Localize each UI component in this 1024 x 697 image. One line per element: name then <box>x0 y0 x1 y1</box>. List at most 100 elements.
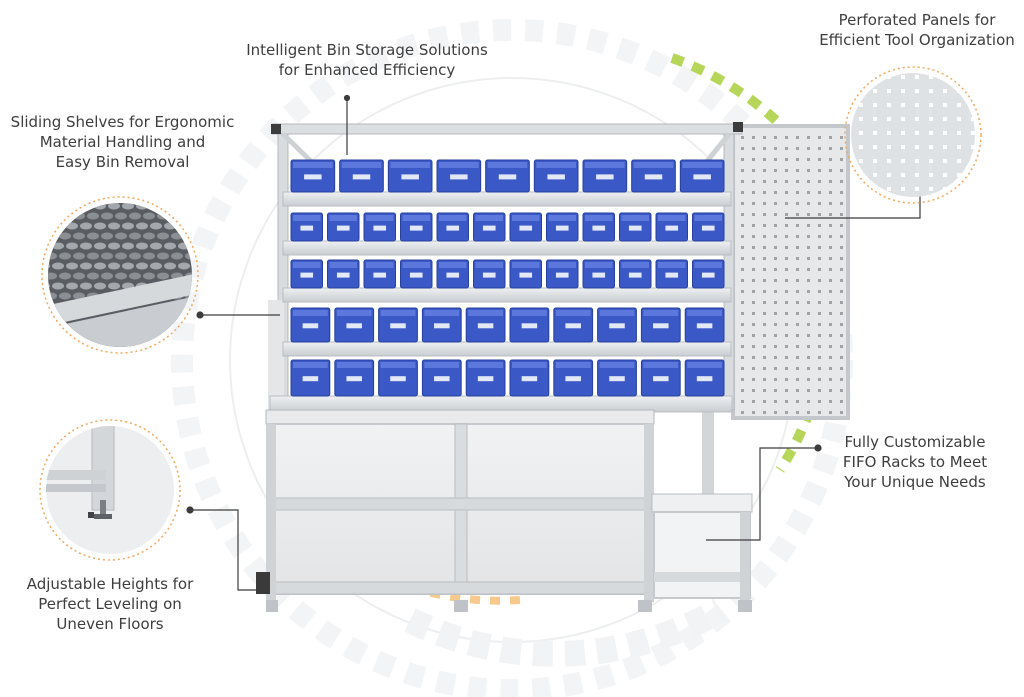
roller-wheel <box>48 292 57 300</box>
storage-bin-lip <box>599 362 635 368</box>
storage-bin-lip <box>475 215 503 221</box>
storage-bin-lip <box>293 162 333 168</box>
roller-wheel <box>157 272 169 280</box>
roller-wheel <box>129 212 141 220</box>
roller-wheel <box>87 252 99 260</box>
storage-bin-lip <box>512 262 540 268</box>
roller-wheel <box>171 232 183 240</box>
storage-bin-lip <box>536 162 576 168</box>
storage-bin-label-slot <box>628 225 642 231</box>
storage-bin-lip <box>643 362 679 368</box>
storage-bin-lip <box>468 362 503 368</box>
roller-wheel <box>66 262 78 270</box>
storage-bin-lip <box>439 162 479 168</box>
caption-fifo-racks: Fully Customizable FIFO Racks to Meet Yo… <box>842 433 988 491</box>
storage-bin-lip <box>555 310 591 316</box>
roller-wheel <box>157 232 169 240</box>
storage-bin-lip <box>336 310 372 316</box>
roller-wheel <box>178 203 190 210</box>
storage-bin-label-slot <box>498 174 517 180</box>
roller-wheel <box>52 203 64 210</box>
roller-wheel <box>73 212 85 220</box>
roller-wheel <box>73 292 85 300</box>
storage-bin-label-slot <box>555 225 569 231</box>
roller-wheel <box>108 262 120 270</box>
storage-bin-label-slot <box>390 323 406 329</box>
storage-bin-lip <box>475 262 503 268</box>
storage-bin-lip <box>487 162 528 168</box>
storage-bin-label-slot <box>628 272 642 278</box>
perforated-detail-inset <box>844 66 982 204</box>
storage-bin-label-slot <box>304 174 322 180</box>
roller-wheel <box>94 222 106 230</box>
storage-bin-label-slot <box>565 323 581 329</box>
roller-wheel <box>80 282 92 290</box>
storage-bin-label-slot <box>521 323 538 329</box>
storage-bin-lip <box>694 262 722 268</box>
roller-wheel <box>129 272 141 280</box>
storage-bin-label-slot <box>665 225 679 231</box>
storage-bin-label-slot <box>446 272 460 278</box>
storage-bin-label-slot <box>477 323 494 329</box>
roller-wheel <box>136 222 148 230</box>
storage-bin-label-slot <box>352 174 371 180</box>
storage-bin-lip <box>687 362 722 368</box>
side-step-rack <box>651 493 753 612</box>
storage-bin-label-slot <box>696 376 713 382</box>
caption-adjustable-heights: Adjustable Heights for Perfect Leveling … <box>26 575 194 633</box>
roller-wheel <box>164 262 176 270</box>
roller-wheel <box>143 252 155 260</box>
storage-bin-lip <box>658 215 686 221</box>
roller-wheel <box>101 212 113 220</box>
roller-wheel <box>164 222 176 230</box>
storage-bin-lip <box>658 262 686 268</box>
roller-wheel <box>101 252 113 260</box>
roller-wheel <box>150 262 162 270</box>
roller-wheel <box>73 232 85 240</box>
storage-bin-label-slot <box>346 323 362 329</box>
storage-bin-lip <box>548 215 576 221</box>
roller-wheel <box>115 252 127 260</box>
roller-wheel <box>73 252 85 260</box>
roller-wheel <box>48 222 50 230</box>
storage-bin-label-slot <box>519 225 533 231</box>
storage-bin-lip <box>512 362 547 368</box>
roller-wheel <box>185 212 192 220</box>
storage-bin-label-slot <box>555 272 569 278</box>
storage-bin-lip <box>687 310 722 316</box>
storage-bin-lip <box>599 310 635 316</box>
storage-bin-lip <box>585 215 613 221</box>
callout-lines <box>186 94 924 591</box>
roller-wheel <box>87 232 99 240</box>
storage-bin-label-slot <box>336 225 350 231</box>
storage-bin-label-slot <box>521 376 538 382</box>
storage-bin-label-slot <box>696 323 713 329</box>
roller-wheel <box>59 272 71 280</box>
roller-wheel <box>157 252 169 260</box>
roller-wheel <box>178 262 190 270</box>
roller-wheel <box>171 252 183 260</box>
roller-wheel <box>136 262 148 270</box>
caption-bin-storage: Intelligent Bin Storage Solutions for En… <box>246 41 488 79</box>
roller-wheel <box>94 262 106 270</box>
storage-bin-lip <box>336 362 372 368</box>
roller-wheel <box>178 242 190 250</box>
roller-wheel <box>115 212 127 220</box>
roller-wheel <box>73 272 85 280</box>
lower-cabinet <box>256 409 655 612</box>
storage-bin-label-slot <box>346 376 362 382</box>
roller-wheel <box>143 212 155 220</box>
caption-perforated-panels: Perforated Panels for Efficient Tool Org… <box>819 11 1015 49</box>
storage-bin-label-slot <box>434 323 450 329</box>
storage-bin-label-slot <box>565 376 581 382</box>
storage-bin-lip <box>402 262 430 268</box>
storage-bin-lip <box>643 310 679 316</box>
storage-bin-label-slot <box>446 225 460 231</box>
storage-bin-label-slot <box>300 272 314 278</box>
storage-bin-lip <box>439 215 467 221</box>
perforated-panel <box>731 124 850 420</box>
storage-bin-lip <box>512 215 540 221</box>
storage-bin-label-slot <box>653 376 669 382</box>
